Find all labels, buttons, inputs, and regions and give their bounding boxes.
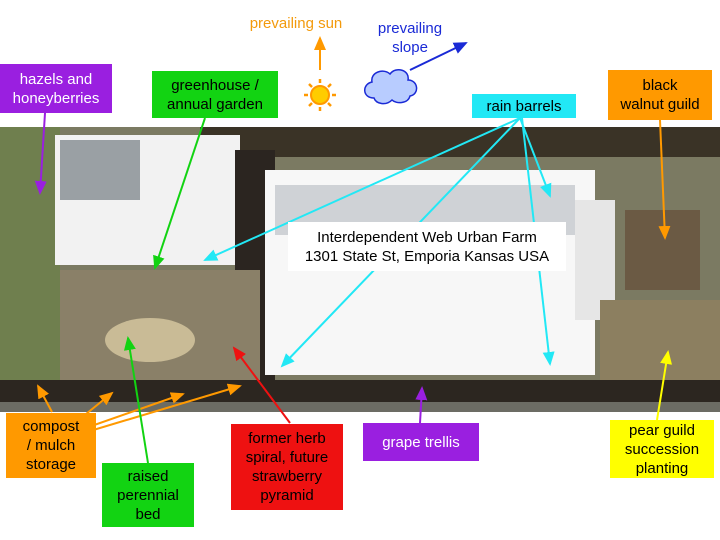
hazels-arrow [34,112,47,195]
black-walnut-label: black walnut guild [608,70,712,120]
map-title: Interdependent Web Urban Farm 1301 State… [288,222,566,271]
raised-bed-label: raised perennial bed [102,463,194,527]
street [0,402,720,412]
lawn-left [0,127,60,412]
prevailing-sun-label: prevailing sun [249,15,343,32]
greenhouse-arrow [153,117,206,270]
greenhouse-frame [60,140,140,200]
raised-bed-arrow [123,336,149,464]
pear-area [600,300,720,390]
greenhouse-label: greenhouse / annual garden [152,71,278,118]
prevailing-slope-label: prevailing slope [377,20,443,56]
sidewalk-shadow [0,380,720,402]
herb-spiral-arrow [232,346,291,424]
cloud-icon [364,69,418,105]
grape-trellis-arrow [415,386,428,424]
hazels-label: hazels and honeyberries [0,64,112,113]
sun-icon [304,79,336,111]
pear-guild-arrow [656,350,673,421]
shadow-band-top [200,127,720,157]
aerial-photo [0,127,720,412]
rain-barrels-label: rain barrels [472,94,576,118]
grape-trellis-label: grape trellis [363,423,479,461]
compost-label: compost / mulch storage [6,413,96,478]
raised-bed-shape [105,318,195,362]
pear-guild-label: pear guild succession planting [610,420,714,478]
herb-spiral-label: former herb spiral, future strawberry py… [231,424,343,510]
walnut-plot [625,210,700,290]
slope-arrow [409,42,468,71]
walnut-arrow [658,119,671,240]
